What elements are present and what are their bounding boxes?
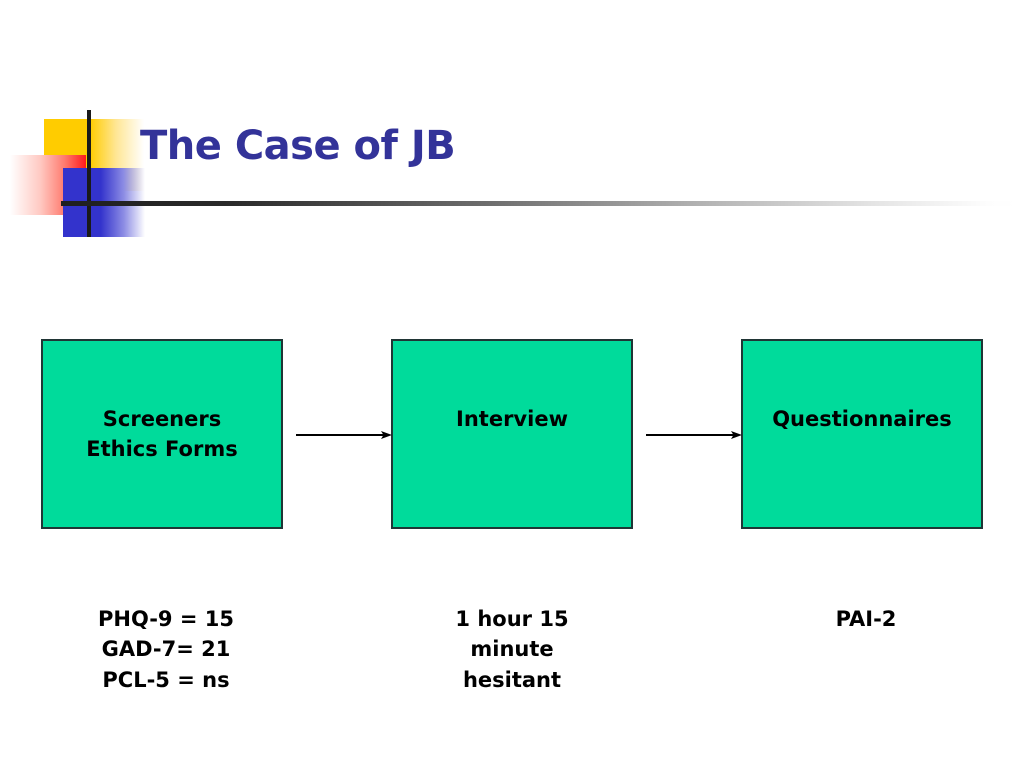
red-square-icon — [10, 155, 86, 215]
caption-interview: 1 hour 15 minute hesitant — [455, 607, 569, 692]
arrow-right-icon-2 — [646, 425, 742, 445]
caption-questionnaires: PAI-2 — [835, 607, 897, 631]
yellow-square-icon — [44, 119, 144, 191]
flow-box-interview-label: Interview — [456, 407, 568, 431]
page-title: The Case of JB — [140, 123, 456, 169]
vertical-rule-icon — [87, 110, 91, 237]
arrow-right-icon-1 — [296, 425, 392, 445]
flow-box-screeners-label: Screeners Ethics Forms — [86, 407, 238, 462]
flow-box-questionnaires-label: Questionnaires — [772, 407, 952, 431]
horizontal-rule-icon — [61, 201, 1016, 206]
flow-box-questionnaires[interactable]: Questionnaires — [741, 339, 983, 529]
caption-screeners: PHQ-9 = 15 GAD-7= 21 PCL-5 = ns — [98, 607, 234, 692]
flow-box-interview[interactable]: Interview — [391, 339, 633, 529]
flow-box-screeners[interactable]: Screeners Ethics Forms — [41, 339, 283, 529]
